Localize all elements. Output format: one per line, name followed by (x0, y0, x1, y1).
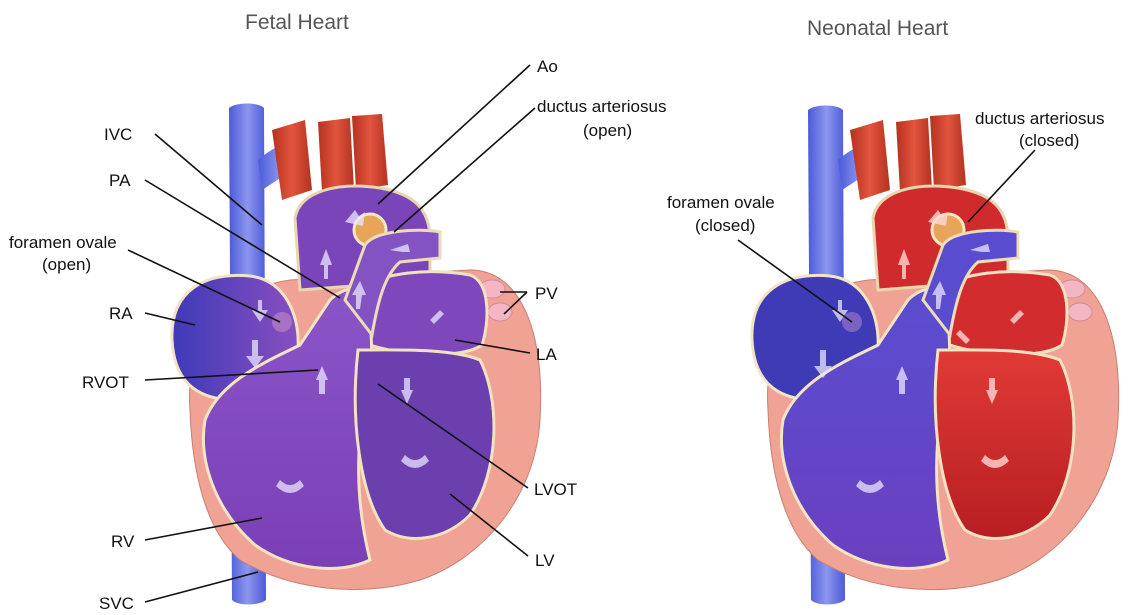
label-ivc: IVC (104, 125, 132, 144)
label-foramen-ovale-closed-line1: foramen ovale (667, 193, 775, 212)
label-rv: RV (111, 532, 135, 551)
fetal-arch-vessel-3 (352, 114, 388, 190)
leader-ao (378, 65, 530, 204)
label-pv: PV (535, 284, 558, 303)
label-lvot: LVOT (534, 480, 577, 499)
neonatal-pulmonary-vein-2 (1068, 303, 1092, 321)
label-ductus-open-line2: (open) (583, 121, 632, 140)
label-foramen-ovale-closed-line2: (closed) (695, 216, 755, 235)
label-rvot: RVOT (82, 373, 129, 392)
fetal-arch-vessel-2 (318, 118, 354, 192)
fetal-heart (172, 104, 541, 605)
neonatal-heart (752, 106, 1119, 605)
fetal-pulmonary-vein-2 (488, 303, 512, 321)
neonatal-heart-title: Neonatal Heart (807, 17, 948, 40)
fetal-heart-title: Fetal Heart (245, 11, 349, 34)
neonatal-arch-vessel-2 (896, 118, 932, 192)
label-ductus-closed-line2: (closed) (1019, 131, 1079, 150)
label-ao: Ao (537, 57, 558, 76)
label-pa: PA (109, 171, 131, 190)
neonatal-arch-vessel-3 (930, 114, 966, 190)
fetal-arch-vessel-1 (272, 120, 312, 200)
label-lv: LV (535, 551, 555, 570)
label-ductus-open-line1: ductus arteriosus (537, 97, 666, 116)
neonatal-arch-vessel-1 (850, 120, 890, 200)
neonatal-left-ventricle (935, 350, 1074, 539)
label-la: LA (536, 345, 557, 364)
label-ductus-closed-line1: ductus arteriosus (975, 109, 1104, 128)
label-svc: SVC (99, 594, 134, 613)
fetal-foramen-ovale-marker (272, 312, 292, 332)
label-foramen-ovale-open-line2: (open) (42, 255, 91, 274)
label-foramen-ovale-open-line1: foramen ovale (9, 233, 117, 252)
label-ra: RA (109, 304, 133, 323)
fetal-left-ventricle (355, 350, 494, 539)
